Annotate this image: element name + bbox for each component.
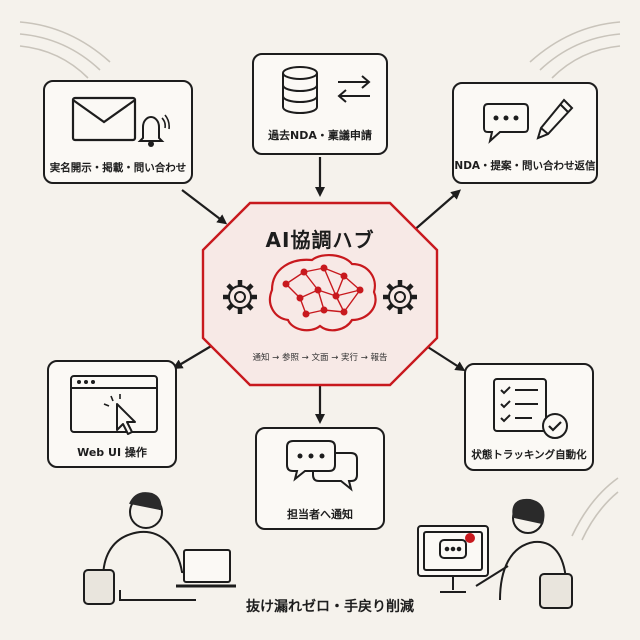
node-webui: Web UI 操作 xyxy=(47,360,177,468)
browser-window-icon xyxy=(70,375,158,433)
person-at-laptop-illustration xyxy=(83,492,236,605)
decorative-swoosh-right xyxy=(529,21,621,79)
node-reply-label: NDA・提案・問い合わせ返信 xyxy=(454,160,596,172)
gear-icon xyxy=(383,280,417,314)
node-webui-label: Web UI 操作 xyxy=(77,446,147,459)
chat-bubbles-icon xyxy=(286,440,358,492)
hub-title: AI協調ハブ xyxy=(265,228,375,252)
cursor-icon xyxy=(103,394,136,435)
person-at-monitor-illustration xyxy=(417,498,573,609)
node-database-label: 過去NDA・稟議申請 xyxy=(268,129,372,142)
envelope-icon xyxy=(71,96,137,142)
hub-octagon xyxy=(201,201,439,387)
node-notify: 担当者へ通知 xyxy=(255,427,385,530)
check-badge-icon xyxy=(542,413,568,439)
bell-icon xyxy=(137,114,170,147)
checklist-icon xyxy=(493,378,547,432)
hub-flow-steps: 通知 → 参照 → 文面 → 実行 → 報告 xyxy=(252,353,388,363)
database-icon xyxy=(282,66,318,115)
node-disclosure: 実名開示・掲載・問い合わせ xyxy=(43,80,193,184)
node-notify-label: 担当者へ通知 xyxy=(287,508,353,521)
chat-bubble-icon xyxy=(483,103,529,144)
node-tracking: 状態トラッキング自動化 xyxy=(464,363,594,471)
decorative-swoosh-left xyxy=(19,21,111,79)
node-database: 過去NDA・稟議申請 xyxy=(252,53,388,155)
sync-arrows-icon xyxy=(337,75,371,103)
tagline: 抜け漏れゼロ・手戻り削減 xyxy=(246,599,414,615)
arrow-hub-to-reply xyxy=(411,189,462,233)
gear-icon xyxy=(223,280,257,314)
pencil-icon xyxy=(536,98,574,140)
brain-network-icon xyxy=(268,254,377,332)
node-reply: NDA・提案・問い合わせ返信 xyxy=(452,82,598,184)
node-tracking-label: 状態トラッキング自動化 xyxy=(471,449,587,461)
node-disclosure-label: 実名開示・掲載・問い合わせ xyxy=(49,162,187,174)
decorative-swoosh-bottom-right xyxy=(571,477,619,541)
arrow-disclosure-to-hub xyxy=(181,189,228,225)
